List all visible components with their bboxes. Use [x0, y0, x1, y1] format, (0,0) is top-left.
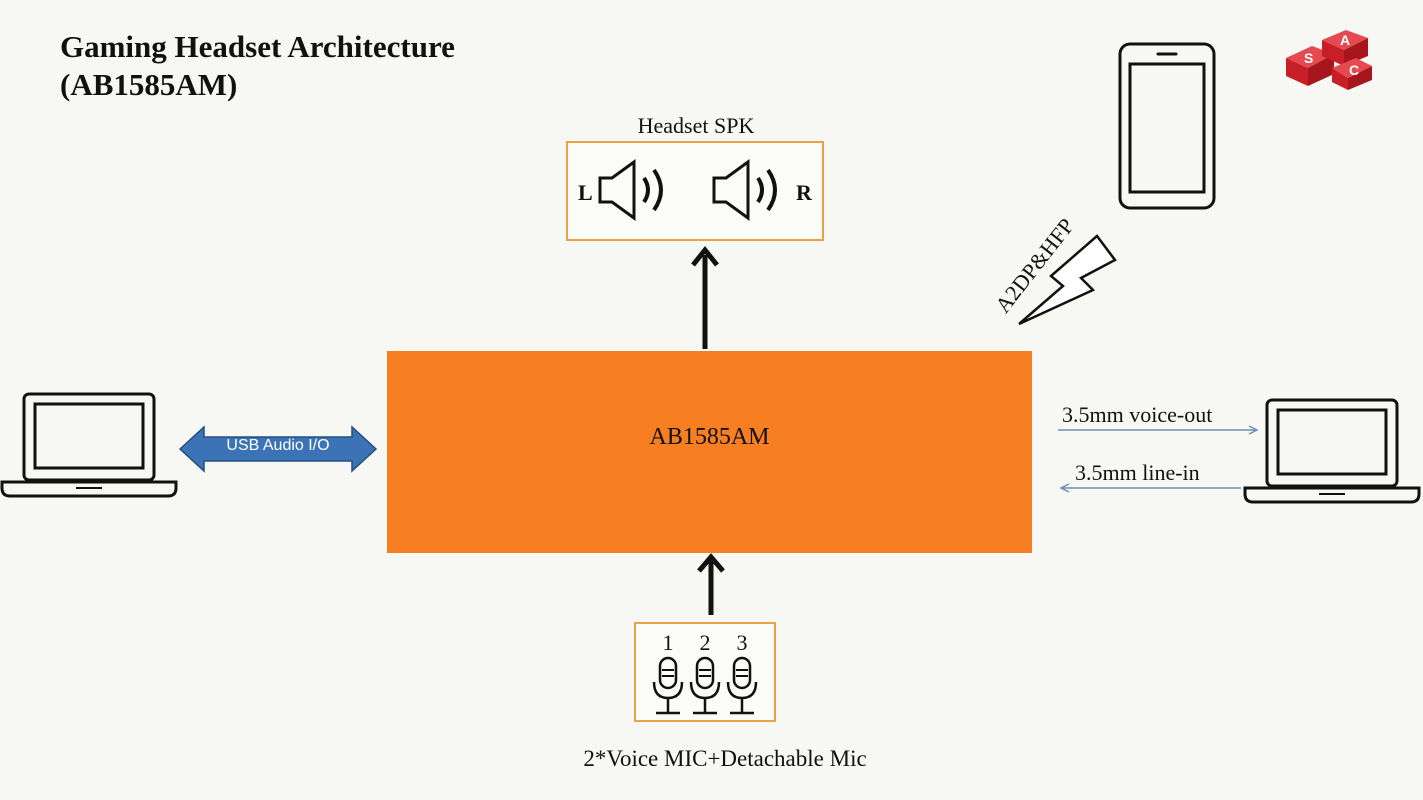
- mic-3-icon: [726, 656, 758, 715]
- diagram-title: Gaming Headset Architecture (AB1585AM): [60, 28, 455, 104]
- title-line-2: (AB1585AM): [60, 67, 238, 102]
- speaker-box: [566, 141, 824, 241]
- speaker-left-label: L: [578, 180, 593, 205]
- speaker-caption: Headset SPK: [637, 113, 755, 138]
- mic-caption: 2*Voice MIC+Detachable Mic: [583, 746, 867, 771]
- mic-number-2: 2: [699, 630, 711, 655]
- laptop-left-icon: [0, 392, 178, 498]
- jack-voice-out-label: 3.5mm voice-out: [1062, 402, 1213, 427]
- mic-number-1: 1: [662, 630, 674, 655]
- sac-logo: S A C: [1286, 30, 1372, 90]
- usb-audio-label: USB Audio I/O: [226, 437, 330, 454]
- chip-label: AB1585AM: [649, 424, 770, 450]
- chip-block: [387, 351, 1032, 553]
- jack-arrows: [1058, 425, 1259, 493]
- logo-letter-c: C: [1349, 62, 1359, 78]
- speaker-right-label: R: [796, 180, 812, 205]
- title-line-1: Gaming Headset Architecture: [60, 29, 455, 64]
- speaker-left-icon: [598, 159, 663, 221]
- jack-line-in-label: 3.5mm line-in: [1075, 460, 1200, 485]
- logo-letter-s: S: [1304, 50, 1313, 66]
- laptop-right-icon: [1243, 398, 1421, 504]
- smartphone-icon: [1118, 42, 1216, 210]
- arrow-from-mics: [697, 553, 725, 615]
- mic-2-icon: [689, 656, 721, 715]
- mic-1-icon: [652, 656, 684, 715]
- logo-letter-a: A: [1340, 32, 1350, 48]
- arrow-to-speaker: [691, 245, 719, 349]
- speaker-right-icon: [712, 159, 777, 221]
- usb-audio-arrow: [178, 425, 378, 473]
- mic-number-3: 3: [736, 630, 748, 655]
- wireless-bolt-icon: [1018, 234, 1117, 326]
